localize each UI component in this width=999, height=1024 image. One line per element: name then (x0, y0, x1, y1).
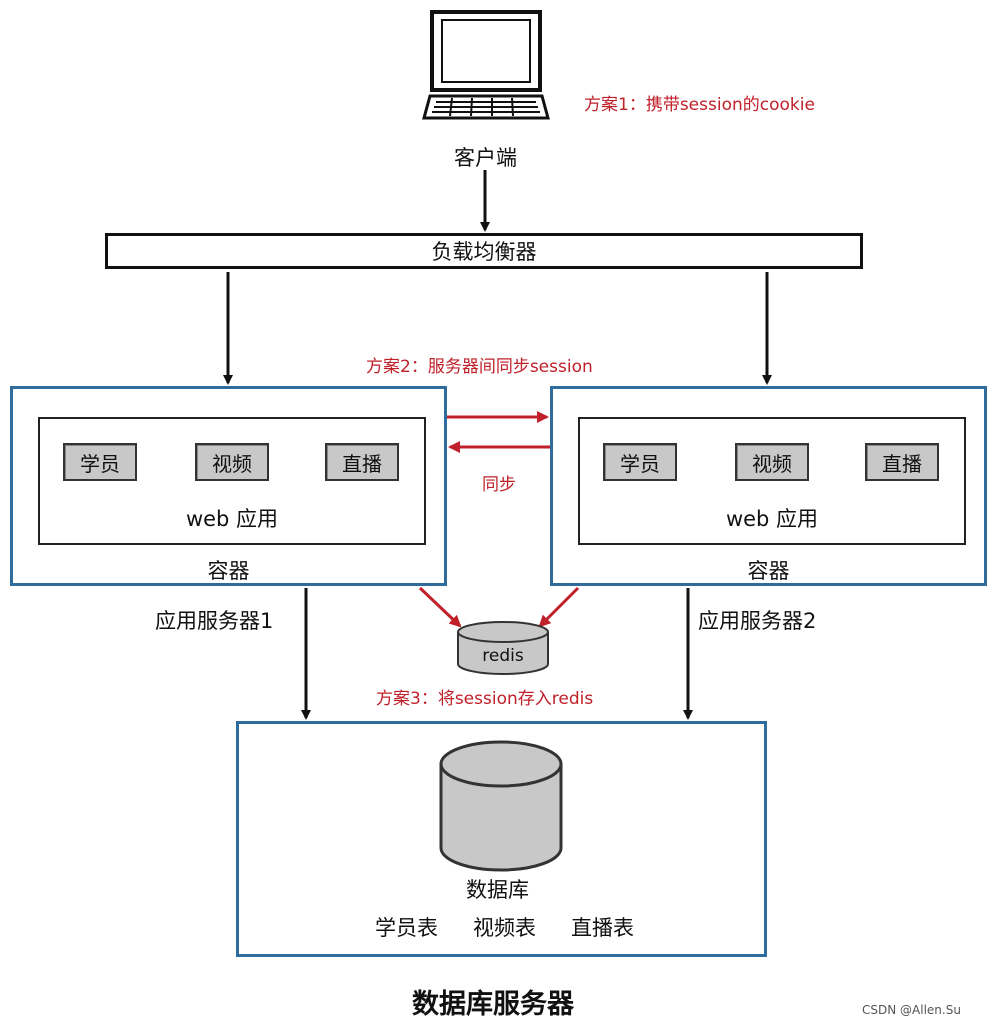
web-app-label-2: web 应用 (725, 507, 819, 531)
app-server-2-name: 应用服务器2 (698, 609, 817, 633)
web-app-label-1: web 应用 (185, 507, 279, 531)
redis-cylinder-icon (457, 621, 549, 675)
app-server-1: 学员 视频 直播 web 应用 容器 (10, 386, 447, 586)
sync-label: 同步 (482, 475, 516, 495)
table-video: 视频表 (473, 916, 536, 940)
web-app-box-1: 学员 视频 直播 web 应用 (38, 417, 426, 545)
client-label: 客户端 (454, 146, 517, 170)
module-students-2: 学员 (603, 443, 677, 481)
scheme3-annotation: 方案3：将session存入redis (376, 689, 594, 709)
scheme1-annotation: 方案1：携带session的cookie (584, 95, 815, 115)
load-balancer-label: 负载均衡器 (431, 240, 537, 264)
load-balancer: 负载均衡器 (105, 233, 863, 269)
module-students-1: 学员 (63, 443, 137, 481)
app-server-2: 学员 视频 直播 web 应用 容器 (550, 386, 987, 586)
module-video-1: 视频 (195, 443, 269, 481)
container-label-1: 容器 (207, 559, 250, 583)
computer-icon (422, 10, 550, 120)
table-live: 直播表 (571, 916, 634, 940)
arrow-server2-to-redis (538, 586, 580, 628)
module-live-1: 直播 (325, 443, 399, 481)
database-label: 数据库 (466, 878, 529, 902)
scheme2-annotation: 方案2：服务器间同步session (366, 357, 593, 377)
container-label-2: 容器 (747, 559, 790, 583)
database-server-title: 数据库服务器 (412, 989, 574, 1020)
table-students: 学员表 (375, 916, 438, 940)
module-video-2: 视频 (735, 443, 809, 481)
app-server-1-name: 应用服务器1 (155, 609, 274, 633)
csdn-watermark: CSDN @Allen.Su (862, 1003, 961, 1017)
redis-label: redis (482, 646, 524, 666)
web-app-box-2: 学员 视频 直播 web 应用 (578, 417, 966, 545)
module-live-2: 直播 (865, 443, 939, 481)
database-cylinder-icon (439, 740, 563, 872)
arrow-server1-to-redis (418, 586, 462, 628)
